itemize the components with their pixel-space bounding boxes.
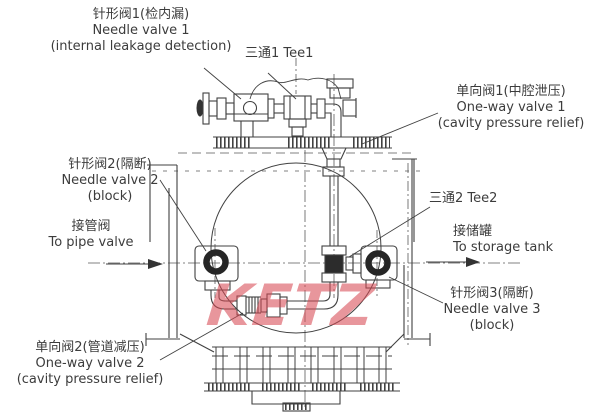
- label-one-way-valve-2: 单向阀2(管道减压) One-way valve 2 (cavity press…: [2, 340, 178, 388]
- flow-arrow-right: [426, 257, 480, 267]
- leader-lines: [159, 67, 444, 361]
- needle-valve-2-drawing: [194, 245, 239, 291]
- label-to-pipe-valve-zh: 接管阀: [71, 219, 111, 234]
- bottom-pipe-run: [210, 282, 339, 310]
- label-one-way-valve-2-en: One-way valve 2: [35, 356, 145, 371]
- label-tee1: 三通1 Tee1: [245, 46, 314, 61]
- label-tee2: 三通2 Tee2: [429, 191, 498, 206]
- label-one-way-valve-1: 单向阀1(中腔泄压) One-way valve 1 (cavity press…: [424, 84, 598, 132]
- tee1-fitting: [283, 95, 312, 137]
- label-needle-valve-3-en2: (block): [469, 318, 515, 333]
- label-needle-valve-1: 针形阀1(检内漏) Needle valve 1 (internal leaka…: [34, 7, 248, 55]
- label-needle-valve-3-zh: 针形阀3(隔断): [450, 286, 534, 301]
- label-needle-valve-1-en: Needle valve 1: [92, 23, 190, 38]
- vessel-outline: [147, 158, 417, 338]
- label-one-way-valve-2-en2: (cavity pressure relief): [16, 372, 164, 387]
- needle-valve-1-drawing: [196, 92, 284, 137]
- chamber-circle: [210, 162, 382, 334]
- top-pipe-run: [311, 78, 357, 137]
- top-flange: [213, 136, 392, 149]
- one-way-valve-1-fitting: [321, 147, 347, 246]
- label-needle-valve-3-en: Needle valve 3: [443, 302, 541, 317]
- tee2-fitting: [321, 245, 362, 283]
- label-needle-valve-2-en: Needle valve 2: [61, 173, 159, 188]
- label-one-way-valve-1-en: One-way valve 1: [456, 100, 566, 115]
- break-line: [249, 77, 342, 100]
- label-to-storage-tank-zh: 接储罐: [453, 224, 493, 239]
- label-one-way-valve-1-zh: 单向阀1(中腔泄压): [456, 84, 566, 99]
- label-to-pipe-valve-en: To pipe valve: [48, 235, 134, 250]
- label-needle-valve-2-en2: (block): [87, 189, 133, 204]
- label-to-storage-tank-en: To storage tank: [453, 240, 554, 255]
- one-way-valve-2-coupling: [236, 293, 288, 318]
- label-one-way-valve-2-zh: 单向阀2(管道减压): [35, 340, 145, 355]
- label-one-way-valve-1-en2: (cavity pressure relief): [437, 116, 585, 131]
- label-to-storage-tank: 接储罐 To storage tank: [453, 224, 588, 256]
- label-needle-valve-2-zh: 针形阀2(隔断): [68, 157, 152, 172]
- label-needle-valve-3: 针形阀3(隔断) Needle valve 3 (block): [418, 286, 566, 334]
- flow-arrow-left: [106, 259, 163, 269]
- label-to-pipe-valve: 接管阀 To pipe valve: [30, 219, 152, 251]
- label-needle-valve-1-en2: (internal leakage detection): [50, 39, 232, 54]
- label-needle-valve-2: 针形阀2(隔断) Needle valve 2 (block): [32, 157, 188, 205]
- bottom-flange-assembly: [145, 333, 431, 412]
- label-needle-valve-1-zh: 针形阀1(检内漏): [92, 7, 190, 22]
- needle-valve-3-drawing: [360, 245, 398, 289]
